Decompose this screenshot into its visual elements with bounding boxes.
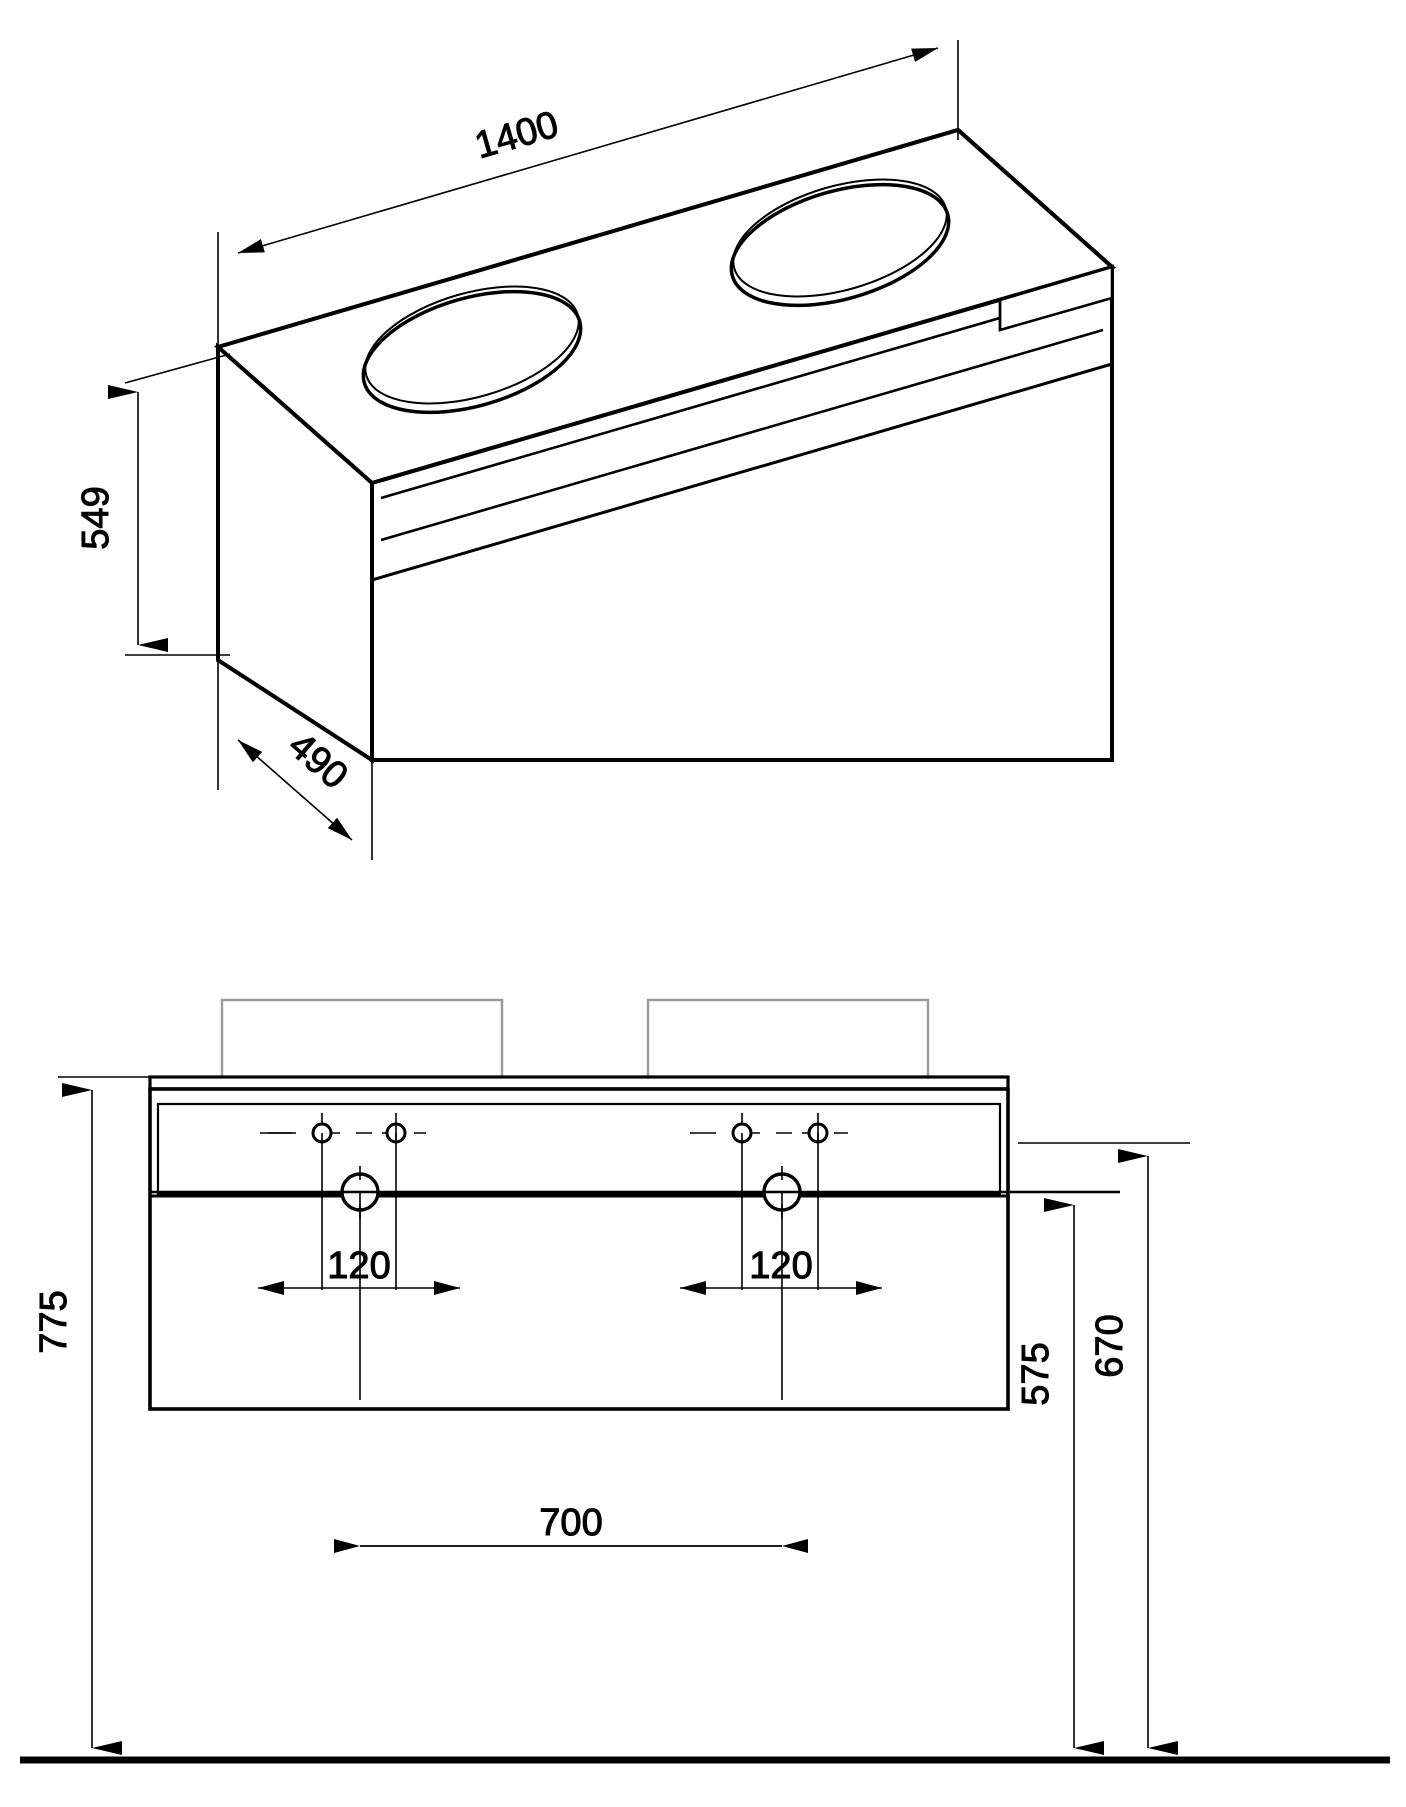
dimension-775 — [58, 1076, 160, 1755]
dimension-label-670: 670 — [1089, 1314, 1131, 1377]
elevation-cabinet-body — [148, 1087, 1010, 1411]
dimension-label-1400: 1400 — [470, 104, 563, 168]
basin-outline-left — [220, 998, 504, 1079]
isometric-view: 1400 549 490 — [75, 40, 1117, 860]
dimension-label-120-right: 120 — [749, 1245, 812, 1287]
dimension-490 — [217, 660, 373, 860]
dimension-1400 — [217, 40, 959, 360]
dimension-670 — [1018, 1142, 1190, 1755]
dimension-label-575: 575 — [1015, 1342, 1057, 1405]
dimension-label-549: 549 — [75, 486, 117, 549]
dimension-575 — [1018, 1191, 1110, 1755]
basin-outline-right — [646, 998, 930, 1079]
elevation-countertop — [148, 1075, 1010, 1091]
dimension-label-775: 775 — [33, 1290, 75, 1353]
front-elevation-view: 120 120 700 775 — [20, 998, 1390, 1764]
dimension-label-700: 700 — [539, 1502, 602, 1544]
cabinet-front — [216, 264, 1114, 764]
dimension-label-120-left: 120 — [327, 1245, 390, 1287]
top-recess-right — [998, 265, 1114, 332]
dimension-549 — [108, 353, 231, 656]
